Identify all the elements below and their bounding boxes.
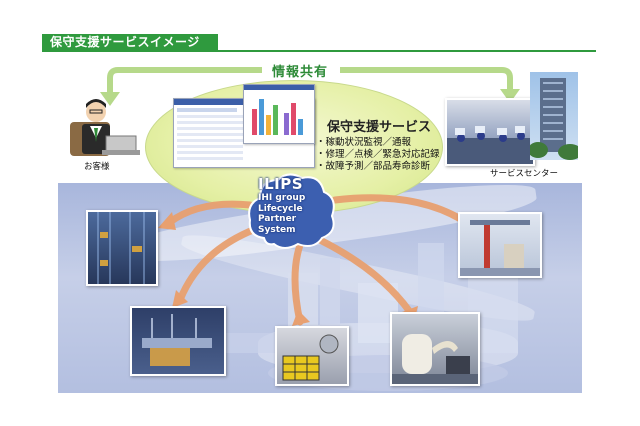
customer-illustration xyxy=(70,99,140,156)
robot-arm-photo xyxy=(390,312,480,386)
section-title: 保守支援サービスイメージ xyxy=(50,35,200,49)
ilips-line: Lifecycle xyxy=(258,203,303,214)
ilips-line: Partner xyxy=(258,214,297,224)
service-feature-list: ・稼動状況監視／通報 ・修理／点検／緊急対応記録 ・故障予測／部品寿命診断 xyxy=(316,137,440,173)
crane-facility-photo xyxy=(458,212,542,278)
ilips-label: ILIPS IHI group Lifecycle Partner System xyxy=(258,176,305,235)
header-divider xyxy=(42,50,596,52)
service-center-caption: サービスセンター xyxy=(490,169,559,179)
inspection-device-photo xyxy=(275,326,349,386)
service-center-building-photo xyxy=(530,72,578,160)
section-header: 保守支援サービスイメージ xyxy=(42,34,218,51)
service-center-office-photo xyxy=(445,98,535,166)
ilips-cloud-icon xyxy=(248,173,335,249)
sorting-machine-photo xyxy=(130,306,226,376)
info-sharing-label: 情報共有 xyxy=(272,65,329,80)
automated-warehouse-photo xyxy=(86,210,158,286)
ilips-line: IHI group xyxy=(258,193,306,203)
service-feature-item: ・故障予測／部品寿命診断 xyxy=(316,161,431,172)
service-title: 保守支援サービス xyxy=(327,120,432,135)
customer-caption: お客様 xyxy=(84,162,110,172)
ilips-title: ILIPS xyxy=(258,175,304,193)
service-feature-item: ・稼動状況監視／通報 xyxy=(316,137,412,148)
software-screenshot-chart xyxy=(243,84,315,144)
ilips-line: System xyxy=(258,224,296,235)
service-feature-item: ・修理／点検／緊急対応記録 xyxy=(316,149,440,160)
